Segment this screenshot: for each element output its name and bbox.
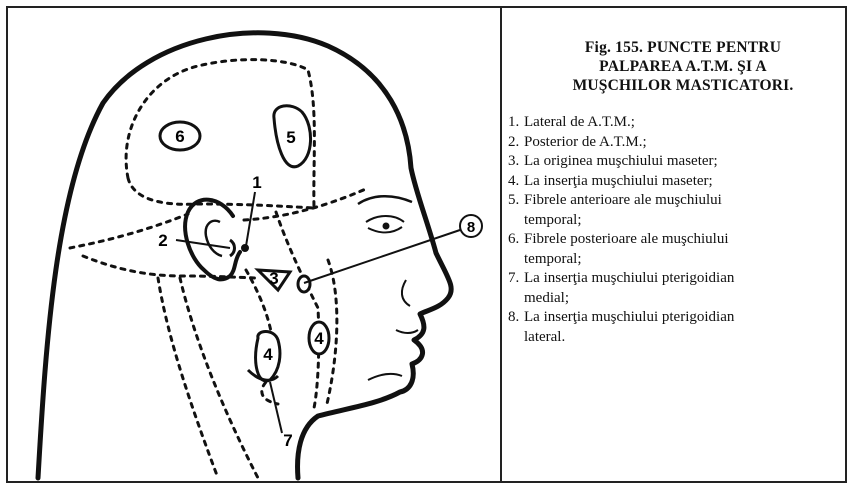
- callout-3: 3: [269, 269, 278, 288]
- legend-text-line: temporal;: [524, 211, 838, 231]
- head-profile-illustration: 6 5 3 4 4 1 2 8 7: [8, 8, 500, 481]
- legend-panel: Fig. 155. PUNCTE PENTRU PALPAREA A.T.M. …: [508, 38, 838, 347]
- figure-title-line-2: PALPAREA A.T.M. ŞI A: [528, 57, 838, 76]
- legend-text-line: La originea muşchiului maseter;: [524, 152, 838, 172]
- legend-text: Fibrele anterioare ale muşchiului tempor…: [524, 191, 838, 230]
- figure-title-line-3: MUŞCHILOR MASTICATORI.: [528, 76, 838, 95]
- legend-item-1: 1. Lateral de A.T.M.;: [508, 113, 838, 133]
- chin-line: [368, 374, 402, 380]
- eye-pupil: [383, 223, 390, 230]
- callout-4b: 4: [314, 329, 324, 348]
- legend-text-line: temporal;: [524, 250, 838, 270]
- legend-text: La inserţia muşchiului pterigoidian medi…: [524, 269, 838, 308]
- legend-list: 1. Lateral de A.T.M.; 2. Posterior de A.…: [508, 113, 838, 347]
- legend-text-line: Lateral de A.T.M.;: [524, 113, 838, 133]
- legend-number: 4.: [508, 172, 524, 192]
- legend-text: Lateral de A.T.M.;: [524, 113, 838, 133]
- legend-item-8: 8. La inserţia muşchiului pterigoidian l…: [508, 308, 838, 347]
- legend-number: 6.: [508, 230, 524, 269]
- marker-8-outline: [298, 276, 310, 292]
- callout-8: 8: [467, 219, 475, 236]
- legend-number: 1.: [508, 113, 524, 133]
- legend-text: Posterior de A.T.M.;: [524, 133, 838, 153]
- legend-text: La inserţia muşchiului pterigoidian late…: [524, 308, 838, 347]
- legend-text: La originea muşchiului maseter;: [524, 152, 838, 172]
- head-outline: [38, 33, 451, 478]
- legend-number: 7.: [508, 269, 524, 308]
- legend-number: 3.: [508, 152, 524, 172]
- callout-4a: 4: [263, 345, 273, 364]
- legend-text-line: lateral.: [524, 328, 838, 348]
- callout-5: 5: [286, 128, 295, 147]
- zygomatic-contour: [244, 188, 368, 220]
- ramus-contour: [276, 212, 319, 408]
- legend-item-3: 3. La originea muşchiului maseter;: [508, 152, 838, 172]
- column-divider: [500, 6, 502, 483]
- neck-contour-3: [180, 278, 258, 478]
- ear-tragus: [230, 240, 235, 256]
- point-1: [242, 245, 248, 251]
- legend-text-line: medial;: [524, 289, 838, 309]
- legend-item-5: 5. Fibrele anterioare ale muşchiului tem…: [508, 191, 838, 230]
- legend-text: La inserţia muşchiului maseter;: [524, 172, 838, 192]
- legend-text-line: Posterior de A.T.M.;: [524, 133, 838, 153]
- legend-text-line: Fibrele posterioare ale muşchiului: [524, 230, 838, 250]
- leader-7: [270, 382, 282, 433]
- eyebrow: [358, 196, 412, 204]
- ear-inner: [206, 221, 222, 256]
- legend-text-line: La inserţia muşchiului pterigoidian: [524, 269, 838, 289]
- legend-text-line: La inserţia muşchiului maseter;: [524, 172, 838, 192]
- legend-text: Fibrele posterioare ale muşchiului tempo…: [524, 230, 838, 269]
- figure-title-line-1: Fig. 155. PUNCTE PENTRU: [528, 38, 838, 57]
- scalp-contour: [70, 214, 188, 248]
- figure-title: Fig. 155. PUNCTE PENTRU PALPAREA A.T.M. …: [508, 38, 838, 95]
- nostril-line: [402, 280, 410, 306]
- legend-item-6: 6. Fibrele posterioare ale muşchiului te…: [508, 230, 838, 269]
- legend-number: 8.: [508, 308, 524, 347]
- legend-text-line: La inserţia muşchiului pterigoidian: [524, 308, 838, 328]
- callout-2: 2: [158, 231, 167, 250]
- leader-2: [176, 240, 230, 248]
- legend-text-line: Fibrele anterioare ale muşchiului: [524, 191, 838, 211]
- callout-6: 6: [175, 127, 184, 146]
- legend-item-4: 4. La inserţia muşchiului maseter;: [508, 172, 838, 192]
- legend-number: 2.: [508, 133, 524, 153]
- callout-1: 1: [252, 173, 261, 192]
- legend-item-7: 7. La inserţia muşchiului pterigoidian m…: [508, 269, 838, 308]
- legend-number: 5.: [508, 191, 524, 230]
- mouth-line: [396, 330, 418, 333]
- callout-7: 7: [283, 431, 292, 450]
- legend-item-2: 2. Posterior de A.T.M.;: [508, 133, 838, 153]
